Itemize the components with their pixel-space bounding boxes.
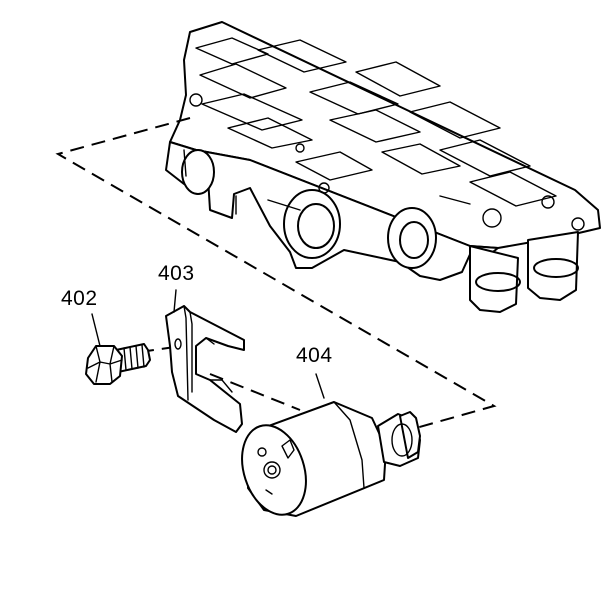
leader-line-402	[91, 313, 101, 347]
bracket	[165, 305, 245, 433]
callout-404: 404	[296, 344, 333, 367]
callout-403: 403	[158, 262, 195, 285]
callout-402: 402	[61, 287, 98, 310]
leader-line-404	[315, 373, 325, 399]
alignment-line-upper	[55, 117, 497, 429]
bolt	[85, 343, 151, 385]
valve-body	[165, 21, 601, 313]
alignment-line-bracket	[209, 373, 301, 411]
leader-line-403	[173, 289, 177, 313]
solenoid	[241, 401, 421, 517]
